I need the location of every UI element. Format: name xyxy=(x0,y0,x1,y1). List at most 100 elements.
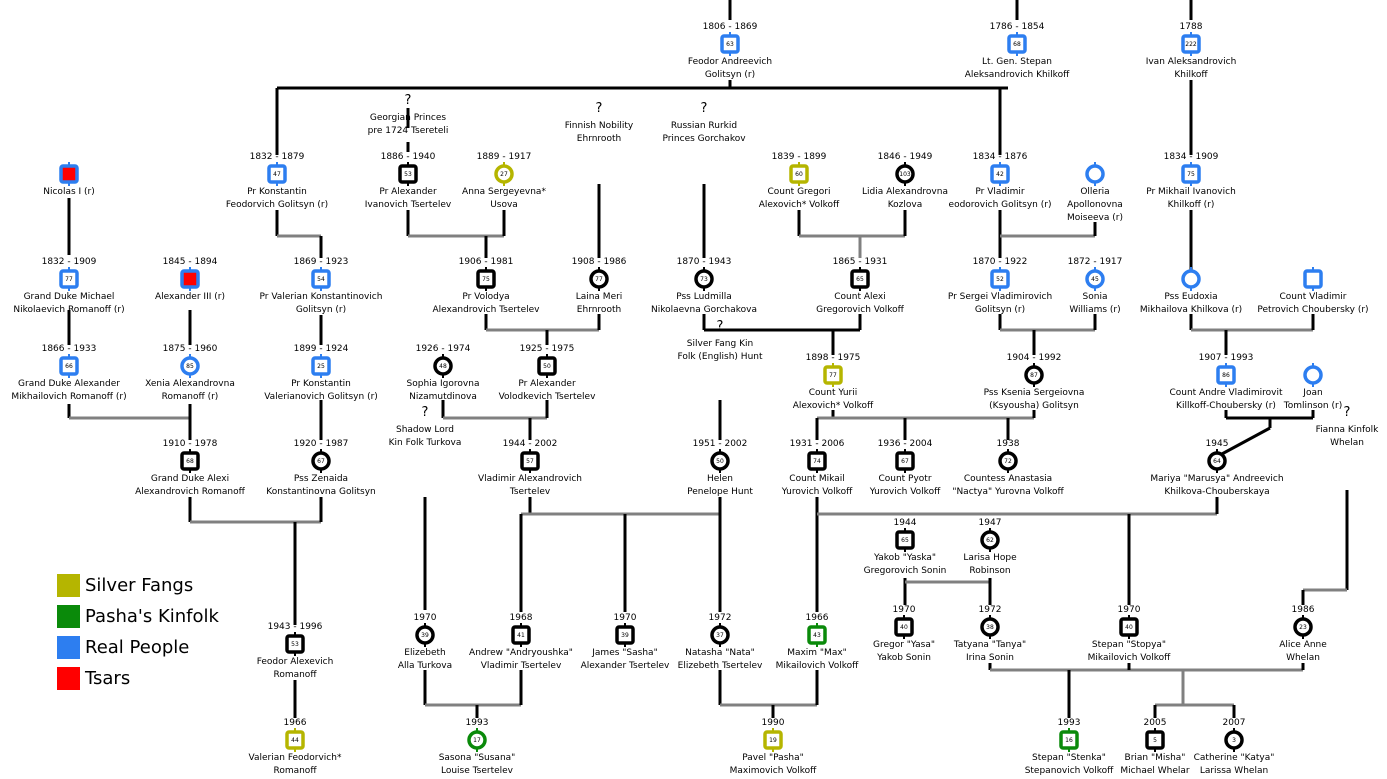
male-icon xyxy=(285,634,305,654)
person-dates: 2005 xyxy=(1144,718,1167,728)
person-dates: 1972 xyxy=(979,605,1002,615)
person-name-line: Yakob Sonin xyxy=(876,653,931,663)
person-dates: 1898 - 1975 xyxy=(806,353,861,363)
person-name-line: Romanoff xyxy=(273,670,317,680)
person-name-line: Ivanovich Tsertelev xyxy=(365,200,452,210)
person-name-line: Xenia Alexandrovna xyxy=(145,379,235,389)
male-icon xyxy=(1181,34,1201,54)
person-dates: 1910 - 1978 xyxy=(163,439,218,449)
person-dates: 1832 - 1879 xyxy=(250,152,305,162)
person-name-line: Count Alexi xyxy=(834,292,885,302)
person-age: 40 xyxy=(900,624,908,631)
person-age: 57 xyxy=(526,458,534,465)
person-name-line: Khilkoff (r) xyxy=(1168,200,1215,210)
person-name-line: Ivan Aleksandrovich xyxy=(1146,57,1237,67)
person-age: 47 xyxy=(273,171,281,178)
person-name-line: Mariya "Marusya" Andreevich xyxy=(1150,474,1283,484)
person-name-line: Brian "Misha" xyxy=(1125,753,1186,763)
female-icon xyxy=(1207,451,1227,471)
person-name-line: Larisa Hope xyxy=(963,553,1017,563)
male-icon xyxy=(180,451,200,471)
person-name-line: Maxim "Max" xyxy=(787,648,847,658)
person-name-line: Irina Sonin xyxy=(966,653,1014,663)
person-dates: 1931 - 2006 xyxy=(790,439,845,449)
person-name-line: Usova xyxy=(490,200,518,210)
person-name-line: Pr Alexander xyxy=(518,379,576,389)
person-name-line: Alexovich* Volkoff xyxy=(793,401,874,411)
person-name-line: Pss Ludmilla xyxy=(676,292,732,302)
person-name-line: Vladimir Tsertelev xyxy=(481,661,562,671)
person-name-line: Count Yurii xyxy=(809,388,857,398)
person-node-nicolas-i[interactable]: Nicolas I (r) xyxy=(43,162,95,197)
legend-label: Real People xyxy=(85,637,190,658)
person-name-line: Gregorovich Sonin xyxy=(864,566,947,576)
male-icon xyxy=(720,34,740,54)
person-age: 85 xyxy=(186,363,194,370)
